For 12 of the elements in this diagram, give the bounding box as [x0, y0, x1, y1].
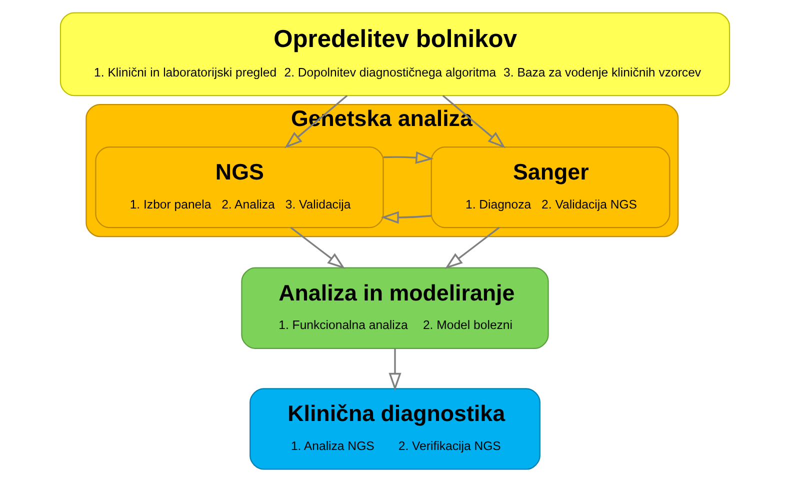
arrow — [388, 348, 402, 391]
arrow — [444, 226, 500, 270]
arrow — [442, 94, 506, 148]
node-box: Opredelitev bolnikov 1. Klinični in laboratorijski pregled 2. Dopolnitev diagnostičnega algoritma 3. Baza za vodenje kliničnih vzorcev — [60, 12, 730, 96]
node-box: Klinična diagnostika 1. Analiza NGS 2. Verifikacija NGS — [250, 388, 540, 470]
node-box: Analiza in modeliranje 1. Funkcionalna analiza 2. Model bolezni — [241, 267, 549, 349]
node-box: Sanger 1. Diagnoza 2. Validacija NGS — [430, 146, 670, 228]
arrow — [380, 211, 432, 224]
node-box: NGS 1. Izbor panela 2. Analiza 3. Validacija — [95, 146, 384, 228]
arrow — [290, 226, 346, 270]
arrow — [383, 151, 434, 164]
arrow — [284, 94, 348, 148]
